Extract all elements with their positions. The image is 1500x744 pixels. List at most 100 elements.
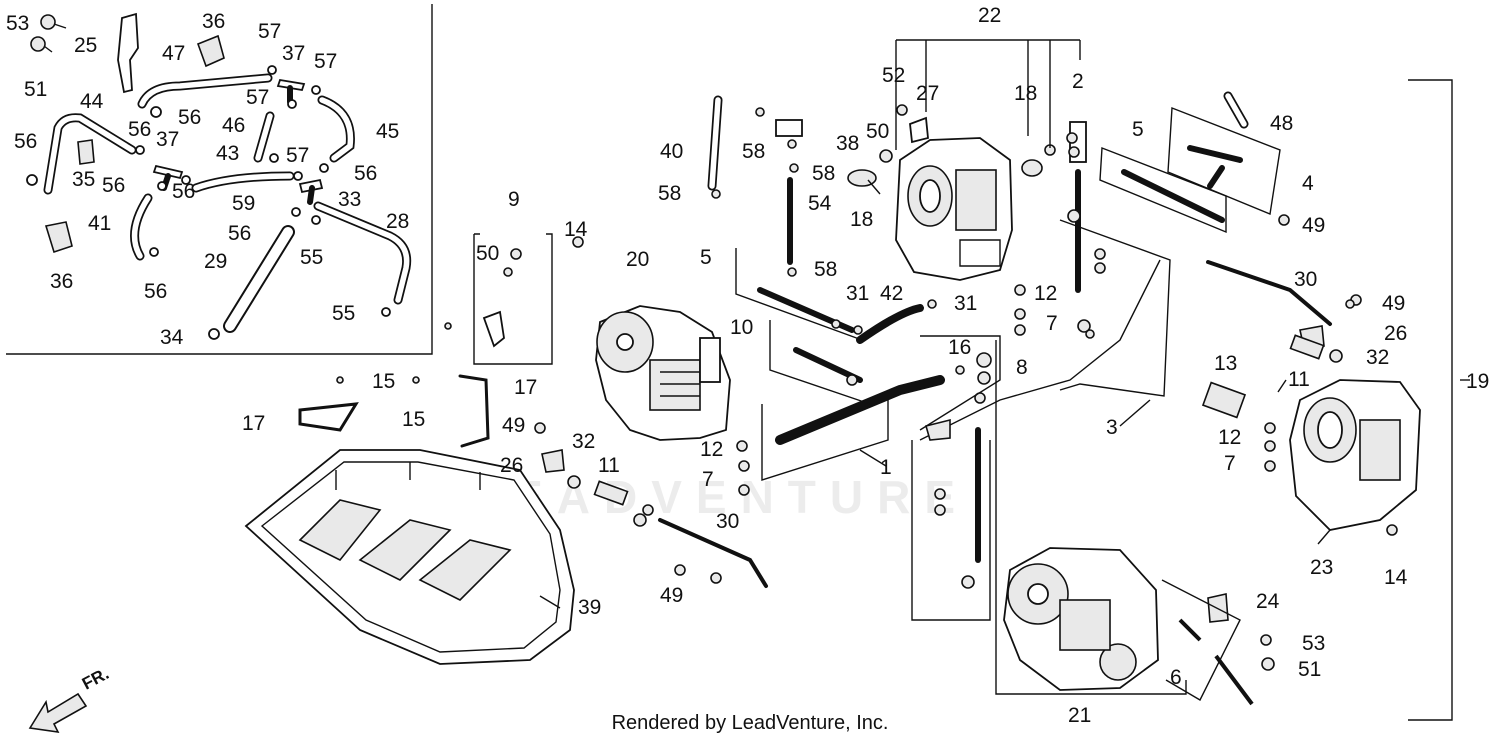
direction-label: FR. [79,664,112,694]
callout-28: 28 [386,210,409,233]
callout-9: 9 [508,188,520,211]
callout-22: 22 [978,4,1001,27]
callout-58: 58 [812,162,835,185]
callout-56: 56 [354,162,377,185]
callout-57: 57 [314,50,337,73]
callout-13: 13 [1214,352,1237,375]
callout-38: 38 [836,132,859,155]
callout-57: 57 [246,86,269,109]
callout-18: 18 [850,208,873,231]
callout-56: 56 [144,280,167,303]
callout-39: 39 [578,596,601,619]
callout-56: 56 [172,180,195,203]
callout-51: 51 [1298,658,1321,681]
callout-53: 53 [6,12,29,35]
callout-7: 7 [1046,312,1058,335]
callout-26: 26 [500,454,523,477]
callout-17: 17 [514,376,537,399]
callout-15: 15 [372,370,395,393]
callout-34: 34 [160,326,184,349]
hose-kit-parts [26,12,412,340]
callout-49: 49 [1382,292,1405,315]
callout-55: 55 [300,246,323,269]
callout-36: 36 [202,10,225,33]
callout-56: 56 [178,106,201,129]
callout-4: 4 [1302,172,1314,195]
callout-37: 37 [156,128,179,151]
callout-5: 5 [1132,118,1144,141]
callout-36: 36 [50,270,73,293]
footer-credit: Rendered by LeadVenture, Inc. [611,712,889,734]
callout-30: 30 [716,510,739,533]
callout-labels: 53 51 25 36 47 57 37 57 56 57 44 46 45 5… [6,4,1489,727]
callout-57: 57 [286,144,309,167]
callout-56: 56 [228,222,251,245]
callout-54: 54 [808,192,832,215]
callout-3: 3 [1106,416,1118,439]
callout-48: 48 [1270,112,1293,135]
callout-47: 47 [162,42,185,65]
callout-29: 29 [204,250,227,273]
leader-lines [539,179,1470,609]
callout-19: 19 [1466,370,1489,393]
air-chamber-39 [244,449,575,665]
carburetor-22 [895,137,1013,281]
callout-20: 20 [626,248,649,271]
callout-49: 49 [660,584,683,607]
carburetor-23 [1289,379,1421,531]
callout-50: 50 [866,120,889,143]
callout-1: 1 [880,456,892,479]
callout-51: 51 [24,78,47,101]
callout-27: 27 [916,82,939,105]
callout-32: 32 [1366,346,1389,369]
callout-52: 52 [882,64,905,87]
callout-10: 10 [730,316,753,339]
callout-12: 12 [1218,426,1241,449]
callout-40: 40 [660,140,683,163]
callout-56: 56 [128,118,151,141]
callout-30: 30 [1294,268,1317,291]
callout-33: 33 [338,188,361,211]
callout-2: 2 [1072,70,1084,93]
callout-11: 11 [1288,368,1310,391]
callout-31: 31 [846,282,869,305]
callout-6: 6 [1170,666,1182,689]
callout-37: 37 [282,42,305,65]
carburetor-20 [595,305,731,441]
callout-46: 46 [222,114,245,137]
callout-8: 8 [1016,356,1028,379]
callout-12: 12 [700,438,723,461]
callout-45: 45 [376,120,399,143]
callout-32: 32 [572,430,595,453]
callout-18: 18 [1014,82,1037,105]
callout-41: 41 [88,212,111,235]
inset-box-border [6,4,433,355]
callout-31: 31 [954,292,977,315]
callout-5: 5 [700,246,712,269]
callout-50: 50 [476,242,499,265]
callout-14: 14 [564,218,588,241]
watermark: LEADVENTURE [470,471,970,523]
callout-44: 44 [80,90,104,113]
carburetor-21 [1003,547,1159,691]
callout-16: 16 [948,336,971,359]
callout-35: 35 [72,168,95,191]
callout-58: 58 [742,140,765,163]
callout-11: 11 [598,454,620,477]
callout-58: 58 [814,258,837,281]
callout-43: 43 [216,142,239,165]
callout-59: 59 [232,192,255,215]
callout-17: 17 [242,412,265,435]
callout-49: 49 [1302,214,1325,237]
callout-42: 42 [880,282,903,305]
callout-49: 49 [502,414,525,437]
callout-55: 55 [332,302,355,325]
callout-7: 7 [1224,452,1236,475]
callout-21: 21 [1068,704,1091,727]
callout-58: 58 [658,182,681,205]
callout-26: 26 [1384,322,1407,345]
callout-57: 57 [258,20,281,43]
callout-14: 14 [1384,566,1408,589]
callout-15: 15 [402,408,425,431]
